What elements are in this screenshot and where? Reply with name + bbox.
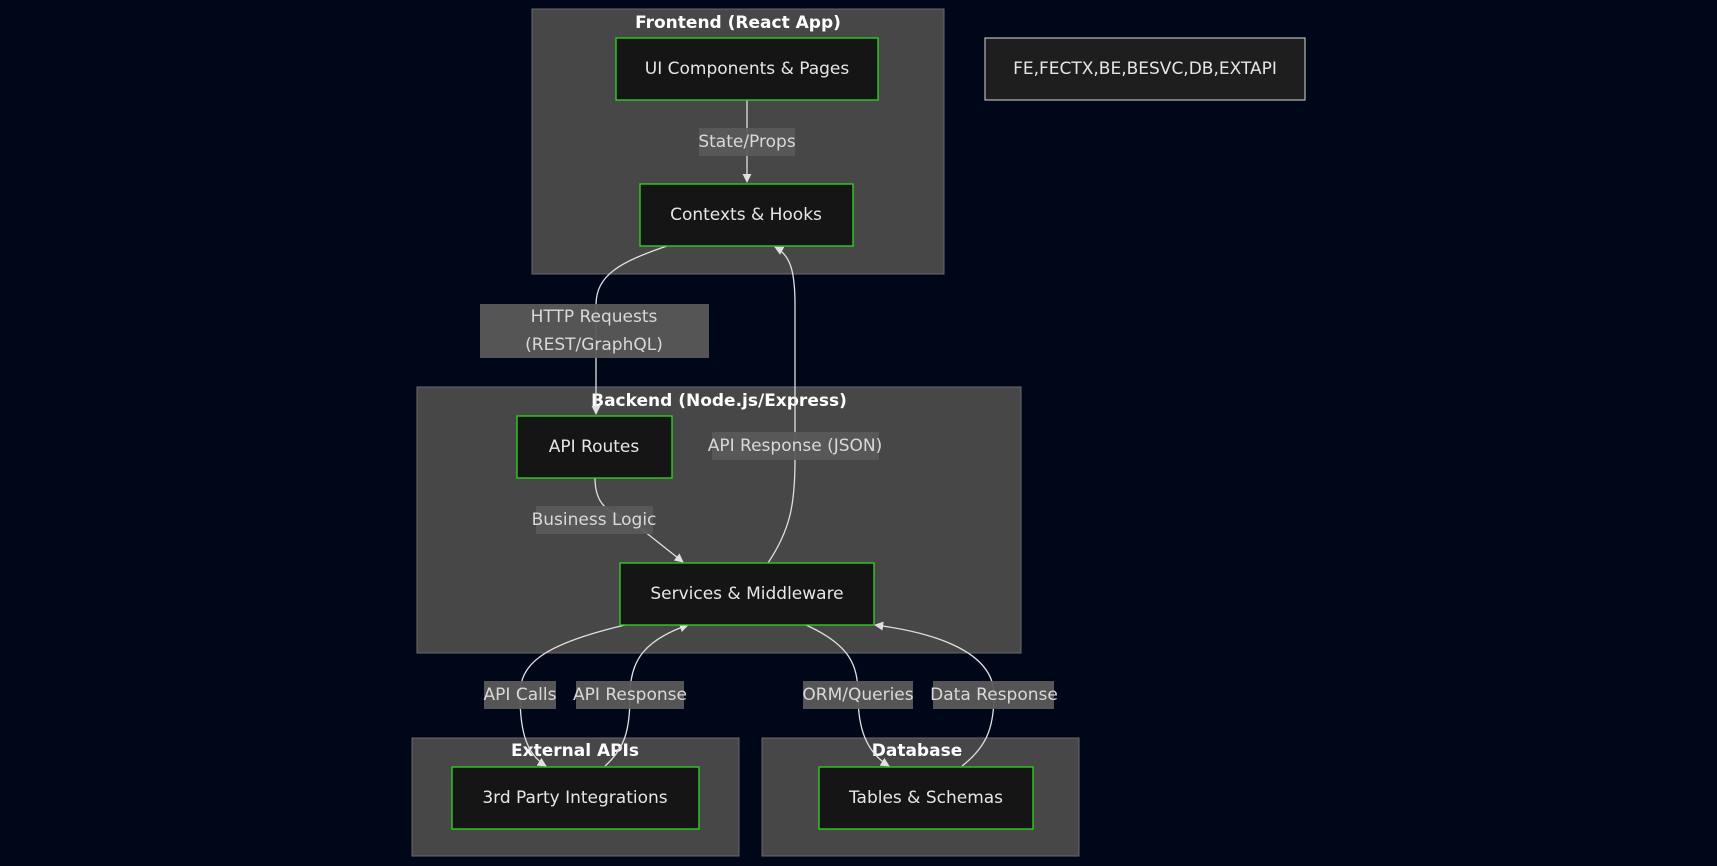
backend-cluster-title: Backend (Node.js/Express) bbox=[591, 391, 847, 411]
edge-label-business-logic: Business Logic bbox=[532, 506, 657, 534]
edge-label-orm-queries: ORM/Queries bbox=[802, 681, 914, 709]
node-id-legend: FE,FECTX,BE,BESVC,DB,EXTAPI bbox=[984, 37, 1306, 101]
node-services-middleware-label: Services & Middleware bbox=[650, 584, 843, 604]
node-services-middleware[interactable]: Services & Middleware bbox=[619, 562, 875, 626]
database-cluster-title: Database bbox=[872, 741, 962, 761]
node-id-legend-text: FE,FECTX,BE,BESVC,DB,EXTAPI bbox=[1013, 59, 1277, 79]
edge-label-data-response-text: Data Response bbox=[930, 685, 1058, 705]
edge-label-api-calls-text: API Calls bbox=[484, 685, 557, 705]
edge-label-api-calls: API Calls bbox=[484, 681, 557, 709]
edge-label-business-logic-text: Business Logic bbox=[532, 510, 657, 530]
edge-ctx-to-routes bbox=[591, 245, 668, 415]
external-apis-cluster-title: External APIs bbox=[511, 741, 639, 761]
node-contexts-hooks-label: Contexts & Hooks bbox=[670, 205, 822, 225]
node-ui-components-label: UI Components & Pages bbox=[645, 59, 850, 79]
node-contexts-hooks[interactable]: Contexts & Hooks bbox=[639, 183, 854, 247]
edge-label-api-response-json-text: API Response (JSON) bbox=[708, 436, 883, 456]
edge-label-http-requests: HTTP Requests (REST/GraphQL) bbox=[480, 304, 709, 358]
frontend-cluster-title: Frontend (React App) bbox=[635, 13, 841, 33]
node-ui-components[interactable]: UI Components & Pages bbox=[615, 37, 879, 101]
node-3rd-party-integrations[interactable]: 3rd Party Integrations bbox=[451, 766, 700, 830]
edge-label-state-props-text: State/Props bbox=[698, 132, 795, 152]
edge-label-api-response-json: API Response (JSON) bbox=[708, 432, 883, 460]
edge-label-orm-queries-text: ORM/Queries bbox=[802, 685, 913, 705]
node-api-routes[interactable]: API Routes bbox=[516, 415, 673, 479]
edge-label-api-response-text: API Response bbox=[573, 685, 687, 705]
edge-label-api-response: API Response bbox=[573, 681, 687, 709]
edge-label-http-requests-line2: (REST/GraphQL) bbox=[525, 335, 663, 355]
edge-label-data-response: Data Response bbox=[930, 681, 1058, 709]
edge-services-to-ctx bbox=[767, 246, 796, 564]
node-3rd-party-integrations-label: 3rd Party Integrations bbox=[482, 788, 667, 808]
node-api-routes-label: API Routes bbox=[549, 437, 640, 457]
edge-label-http-requests-line1: HTTP Requests bbox=[531, 307, 658, 327]
node-tables-schemas[interactable]: Tables & Schemas bbox=[818, 766, 1034, 830]
node-tables-schemas-label: Tables & Schemas bbox=[848, 788, 1003, 808]
edge-label-state-props: State/Props bbox=[698, 128, 796, 156]
